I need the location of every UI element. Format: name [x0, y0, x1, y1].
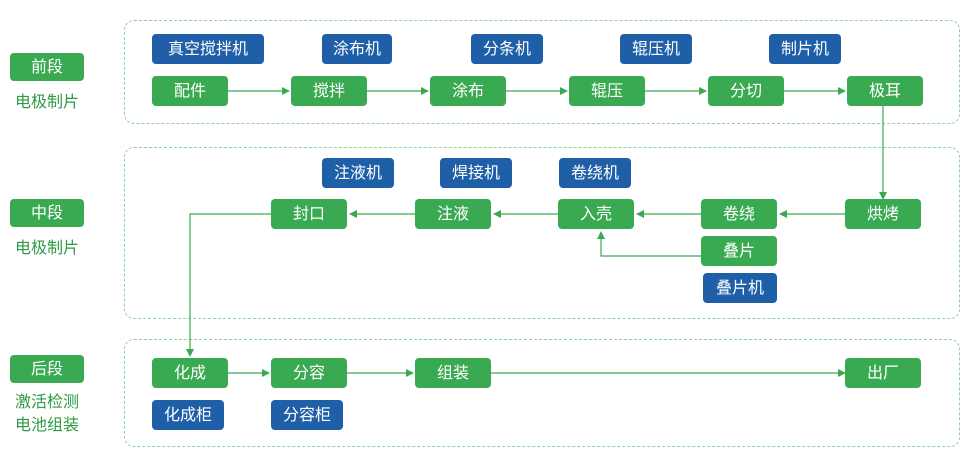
step-mixing: 搅拌 — [291, 76, 367, 106]
step-tab: 极耳 — [847, 76, 923, 106]
stage-tag-back: 后段 — [10, 355, 84, 383]
step-slitting: 分切 — [708, 76, 784, 106]
machine-sheet-maker: 制片机 — [769, 34, 841, 64]
front-section-box — [124, 20, 960, 124]
step-stacking: 叠片 — [701, 236, 777, 266]
machine-coater: 涂布机 — [322, 34, 392, 64]
middle-section-box — [124, 147, 960, 319]
machine-winder: 卷绕机 — [559, 158, 631, 188]
stage-desc-front: 电极制片 — [14, 92, 79, 111]
step-rolling: 辊压 — [569, 76, 645, 106]
step-baking: 烘烤 — [845, 199, 921, 229]
step-sealing: 封口 — [271, 199, 347, 229]
stage-tag-middle: 中段 — [10, 199, 84, 227]
arrow-stacking-to-casing — [597, 231, 701, 257]
back-section-box — [124, 339, 960, 447]
machine-grading-cabinet: 分容柜 — [271, 400, 343, 430]
stage-desc-middle: 电极制片 — [14, 238, 79, 257]
step-shipping: 出厂 — [845, 358, 921, 388]
machine-slitter: 分条机 — [471, 34, 543, 64]
machine-welder: 焊接机 — [440, 158, 512, 188]
step-winding: 卷绕 — [701, 199, 777, 229]
machine-stacker: 叠片机 — [703, 273, 777, 303]
step-formation: 化成 — [152, 358, 228, 388]
arrow-middle-to-back — [186, 213, 271, 357]
machine-vacuum-mixer: 真空搅拌机 — [152, 34, 264, 64]
step-casing: 入壳 — [558, 199, 634, 229]
stage-tag-front: 前段 — [10, 53, 84, 81]
step-grading: 分容 — [271, 358, 347, 388]
stage-desc-back-line2: 电池组装 — [14, 415, 79, 434]
step-coating: 涂布 — [430, 76, 506, 106]
machine-roller-press: 辊压机 — [620, 34, 692, 64]
machine-formation-cabinet: 化成柜 — [152, 400, 224, 430]
step-assembly: 组装 — [415, 358, 491, 388]
machine-injector: 注液机 — [322, 158, 394, 188]
step-fittings: 配件 — [152, 76, 228, 106]
stage-desc-back-line1: 激活检测 — [14, 392, 79, 411]
step-injection: 注液 — [415, 199, 491, 229]
